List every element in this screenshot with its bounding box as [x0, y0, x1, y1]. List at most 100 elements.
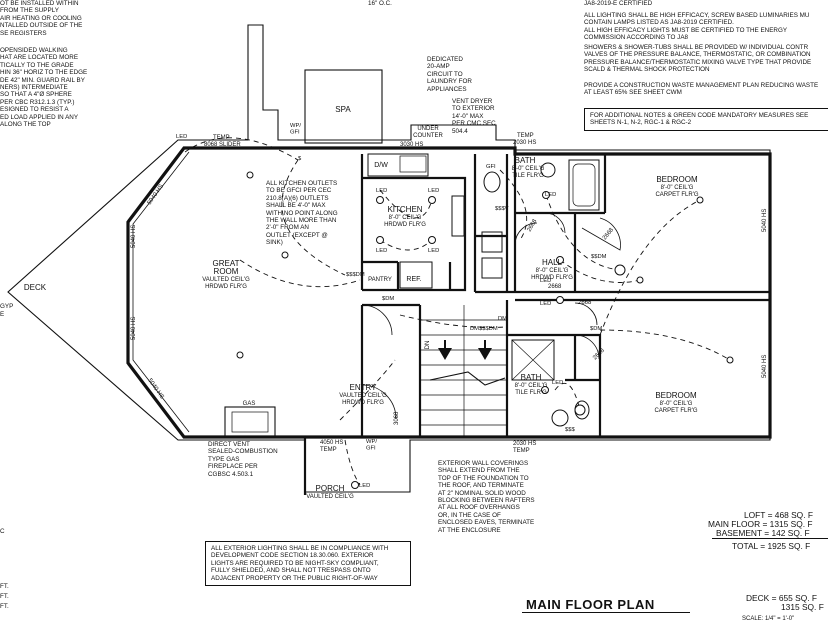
led-label: LED: [545, 192, 556, 198]
note-left-guard: OPENSIDED WALKING HAT ARE LOCATED MORE T…: [0, 47, 88, 129]
slider-label: 8068 SLIDER: [204, 142, 241, 148]
refrigerator: [399, 261, 433, 289]
kitchen-counter: [367, 153, 429, 177]
callout-laundry: DEDICATED 20-AMP CIRCUIT TO LAUNDRY FOR …: [427, 56, 472, 93]
led-label: LED: [552, 380, 563, 386]
door-2668-d: 2668: [578, 300, 592, 306]
callout-wall-coverings: EXTERIOR WALL COVERINGS SHALL EXTEND FRO…: [438, 460, 535, 534]
kitchen-label: KITCHEN 8'-0" CEIL'G HRDWD FLR'G: [384, 205, 426, 228]
svg-text:8'-0" CEIL'G: 8'-0" CEIL'G: [661, 185, 694, 191]
area-divider: [712, 538, 828, 539]
led-label: LED: [540, 278, 551, 284]
bath-upper-label: BATH 8'-0" CEIL'G TILE FLR'G: [512, 156, 545, 179]
svg-text:CARPET FLR'G: CARPET FLR'G: [655, 192, 698, 198]
fireplace: [224, 406, 276, 438]
svg-text:8'-0" CEIL'G: 8'-0" CEIL'G: [660, 401, 693, 407]
svg-text:HALL: HALL: [542, 258, 563, 267]
svg-text:VAULTED CEIL'G: VAULTED CEIL'G: [202, 277, 250, 283]
svg-text:KITCHEN: KITCHEN: [387, 205, 422, 214]
led-label: LED: [540, 301, 551, 307]
spa-label: SPA: [335, 105, 351, 114]
area-main-floor: MAIN FLOOR = 1315 SQ. F: [708, 519, 813, 529]
note-lighting: ALL LIGHTING SHALL BE HIGH EFFICACY, SCR…: [584, 12, 810, 42]
led-label: LED: [359, 483, 370, 489]
led-label: LED: [376, 188, 387, 194]
svg-text:8'-0" CEIL'G: 8'-0" CEIL'G: [515, 383, 548, 389]
note-fragment: FT.: [0, 603, 9, 610]
tub-upper: [568, 159, 600, 211]
pantry-label: PANTRY: [368, 277, 392, 283]
note-fragment: GYP: [0, 303, 14, 310]
note-fragment: C: [0, 528, 5, 535]
switch-dm: $$DM: [591, 254, 607, 260]
bedroom-lower-label: BEDROOM 8'-0" CEIL'G CARPET FLR'G: [654, 391, 697, 414]
note-left-duct: OT BE INSTALLED WITHIN FROM THE SUPPLY A…: [0, 0, 83, 37]
bath-upper-walls: [513, 154, 607, 235]
callout-kitchen-outlets: ALL KITCHEN OUTLETS TO BE GFCI PER CEC 2…: [266, 180, 338, 247]
gas-label: GAS: [243, 401, 256, 407]
temp-label: TEMP: [213, 135, 230, 141]
house-exterior-wall: [126, 146, 772, 439]
window-5040-b: 5040 HS: [131, 225, 137, 248]
svg-text:BATH: BATH: [515, 156, 536, 165]
svg-text:HRDWD FLR'G: HRDWD FLR'G: [384, 222, 426, 228]
deck-label: DECK: [24, 283, 47, 292]
dw-label: D/W: [374, 162, 388, 169]
window-5040-f: 5040 HS: [762, 355, 768, 378]
washer: [481, 231, 503, 253]
svg-text:VAULTED CEIL'G: VAULTED CEIL'G: [306, 494, 354, 500]
svg-text:HRDWD FLR'G: HRDWD FLR'G: [531, 275, 573, 281]
note-additional-box: FOR ADDITIONAL NOTES & GREEN CODE MANDAT…: [584, 108, 828, 131]
bedroom-upper-label: BEDROOM 8'-0" CEIL'G CARPET FLR'G: [655, 175, 698, 198]
sheet-scale: SCALE: 1/4" = 1'-0": [742, 616, 795, 622]
door-2668-b: 2668: [602, 227, 616, 242]
ref-label: REF.: [406, 276, 421, 283]
note-waste: PROVIDE A CONSTRUCTION WASTE MANAGEMENT …: [584, 82, 819, 97]
svg-text:VAULTED CEIL'G: VAULTED CEIL'G: [339, 393, 387, 399]
svg-text:ROOM: ROOM: [214, 267, 239, 276]
switch-dm: $DM: [590, 326, 602, 332]
led-label: LED: [376, 248, 387, 254]
svg-text:ENTRY: ENTRY: [350, 383, 378, 392]
svg-text:TILE FLR'G: TILE FLR'G: [515, 390, 547, 396]
entry-label: ENTRY VAULTED CEIL'G HRDWD FLR'G: [339, 383, 387, 406]
dm-label: DM: [498, 316, 507, 322]
gfi-label: GFI: [486, 164, 496, 170]
callout-fireplace: DIRECT VENT SEALED-COMBUSTION TYPE GAS F…: [208, 441, 278, 478]
door-2668-c: 2668: [548, 284, 562, 290]
stair-walls: [418, 300, 509, 437]
svg-text:8'-0" CEIL'G: 8'-0" CEIL'G: [512, 166, 545, 172]
sink-upper: [540, 162, 556, 178]
wp-gfi-label: WP/GFI: [366, 439, 377, 452]
note-fragment: E: [0, 311, 5, 318]
area-basement: BASEMENT = 142 SQ. F: [716, 528, 810, 538]
svg-text:BEDROOM: BEDROOM: [656, 175, 698, 184]
svg-text:TILE FLR'G: TILE FLR'G: [512, 173, 544, 179]
svg-text:BEDROOM: BEDROOM: [655, 391, 697, 400]
led-label: LED: [428, 188, 439, 194]
window-5040-e: 5040 HS: [762, 209, 768, 232]
stairs: [420, 305, 507, 437]
window-2030-bottom: 2030 HS: [513, 441, 536, 447]
hall-label: HALL 8'-0" CEIL'G HRDWD FLR'G: [531, 258, 573, 281]
svg-text:CARPET FLR'G: CARPET FLR'G: [654, 408, 697, 414]
callout-dryer: VENT DRYER TO EXTERIOR 14'-0" MAX PER CM…: [452, 98, 496, 135]
note-ja8: JA8-2019-E CERTIFIED: [584, 0, 653, 7]
note-fragment: FT.: [0, 593, 9, 600]
switch-dm: $DM: [382, 296, 394, 302]
note-fragment: FT.: [0, 583, 9, 590]
sheet-title: MAIN FLOOR PLAN: [526, 597, 655, 612]
area-deck: DECK = 655 SQ. F: [746, 593, 817, 603]
switch-dm: $$$DM: [346, 272, 365, 278]
note-showers: SHOWERS & SHOWER-TUBS SHALL BE PROVIDED …: [584, 44, 812, 74]
svg-text:HRDWD FLR'G: HRDWD FLR'G: [342, 400, 384, 406]
dn-label: DN: [425, 341, 431, 350]
switch-bank: $$$: [565, 427, 575, 433]
switch-symbol: $: [298, 156, 302, 162]
shower-lower: [511, 339, 555, 381]
temp-label: TEMP: [517, 133, 534, 139]
area-deck-2: 1315 SQ. F: [781, 602, 824, 612]
